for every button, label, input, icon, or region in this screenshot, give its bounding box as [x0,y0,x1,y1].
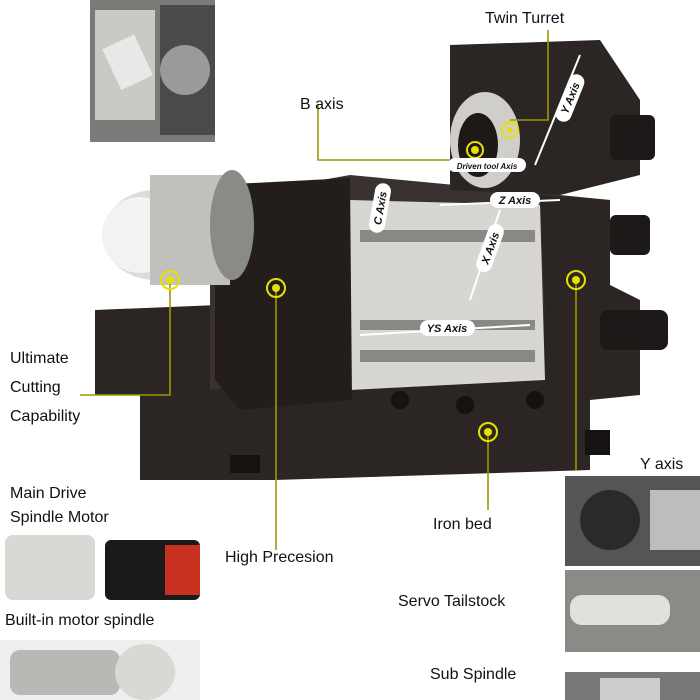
high-precision-label: High Precesion [225,549,334,566]
built-in-spindle-label: Built-in motor spindle [5,612,155,629]
spindle-motor-photo [5,535,200,600]
z-axis-tag: Z Axis [498,195,532,207]
y-axis-photo-label: Y axis [640,456,684,473]
driven-tool-axis-tag: Driven tool Axis [457,162,518,171]
main-spindle [102,170,254,285]
twin-turret-label: Twin Turret [485,10,565,27]
label-line: Capability [10,408,81,425]
sub-spindle-label: Sub Spindle [430,666,517,683]
built-in-spindle-photo [0,640,200,700]
axis-tags: Y Axis Driven tool Axis Z Axis C Axis X … [369,74,585,336]
label-line: Cutting [10,379,61,396]
marker-bed [478,422,498,442]
sub-spindle-photo [565,672,700,700]
label-line: Ultimate [10,350,69,367]
label-line: Main Drive [10,485,87,502]
marker-spindle [160,270,180,290]
markers [160,121,586,442]
b-axis-label: B axis [300,96,344,113]
marker-precision [266,278,286,298]
label-line: Spindle Motor [10,509,109,526]
c-axis-tag: C Axis [372,190,390,225]
ys-axis-tag: YS Axis [427,323,468,335]
servo-tailstock-photo [565,570,700,652]
marker-tailstock [566,270,586,290]
servo-tailstock-label: Servo Tailstock [398,593,506,610]
iron-bed-label: Iron bed [433,516,492,533]
main-drive-label: Main Drive Spindle Motor [10,482,109,530]
marker-driven-tool [501,121,519,139]
leader-lines [80,30,577,550]
ultimate-cutting-label: Ultimate Cutting Capability [10,344,80,431]
b-axis-photo [90,0,215,142]
machine-body [95,175,668,480]
y-axis-photo [565,476,700,566]
